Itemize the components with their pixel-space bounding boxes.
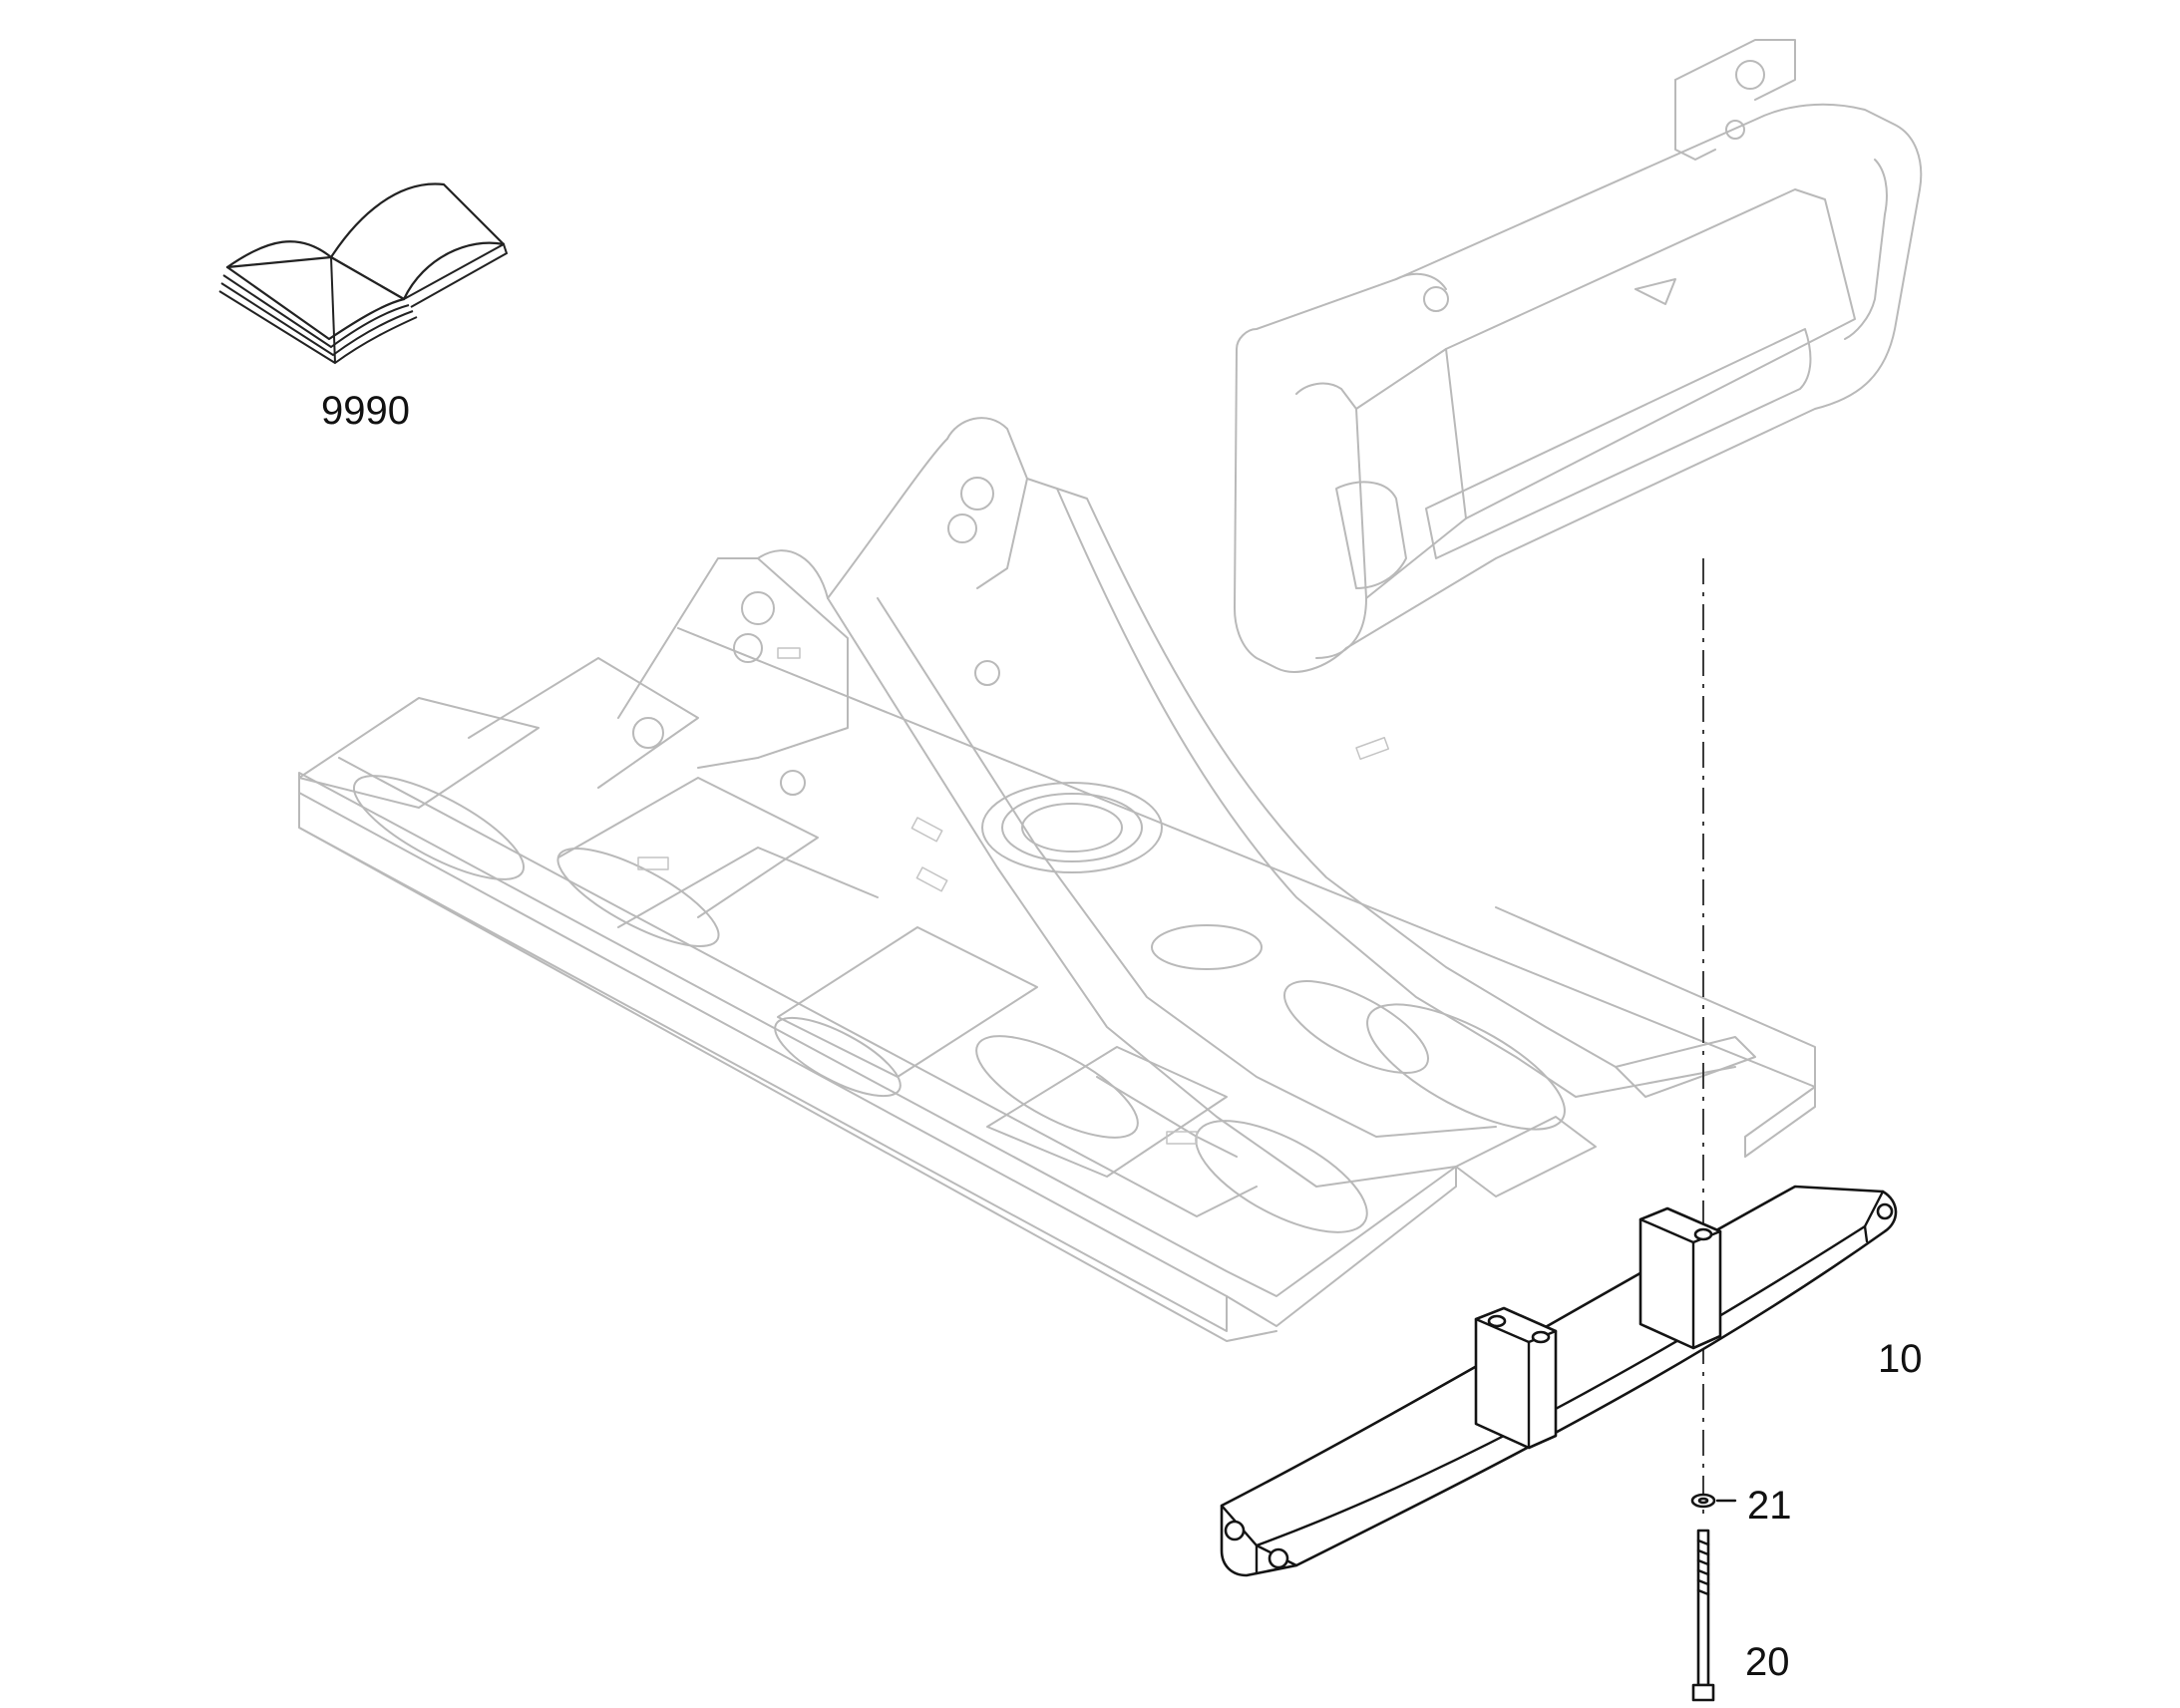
bolt[interactable] [1691, 1529, 1715, 1702]
upper-frame [298, 417, 1816, 1342]
callout-20: 20 [1745, 1640, 1790, 1684]
callout-21: 21 [1747, 1484, 1792, 1528]
counterweight [1234, 39, 1923, 673]
counterweight-base[interactable] [1220, 1185, 1898, 1577]
callout-9990: 9990 [321, 389, 410, 433]
washer[interactable] [1690, 1493, 1716, 1509]
callout-10: 10 [1878, 1337, 1923, 1381]
manual-book-icon[interactable] [218, 182, 509, 365]
